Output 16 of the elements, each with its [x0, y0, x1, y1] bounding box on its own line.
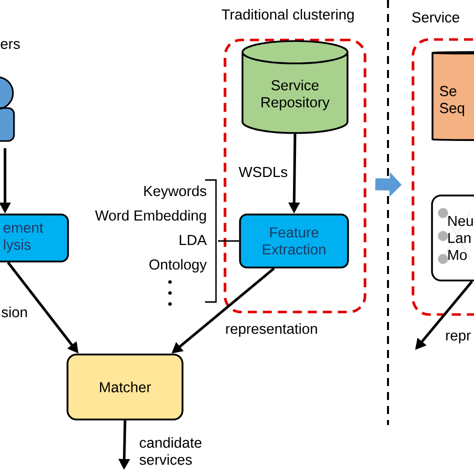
edge-label: WSDLs — [238, 166, 288, 178]
edge-label: sion — [2, 306, 27, 318]
technique-list: Keywords Word Embedding LDA Ontology — [95, 186, 207, 273]
process-box: Matcher — [66, 354, 184, 420]
node-heading: ers — [0, 41, 20, 49]
connector-line — [218, 240, 240, 242]
model-box: Neu Lan Mo — [431, 194, 474, 282]
process-box: Feature Extraction — [239, 214, 349, 268]
database-cylinder: Service Repository — [242, 40, 348, 134]
edge-label: repr — [446, 332, 471, 344]
group-heading: Service — [412, 12, 460, 22]
edge-label: candidate services — [140, 437, 202, 465]
process-box: ement lysis — [0, 214, 69, 262]
edge-label: representation — [226, 323, 317, 337]
database-cylinder: Se Seq — [432, 51, 474, 141]
group-heading: Traditional clustering — [222, 8, 354, 22]
